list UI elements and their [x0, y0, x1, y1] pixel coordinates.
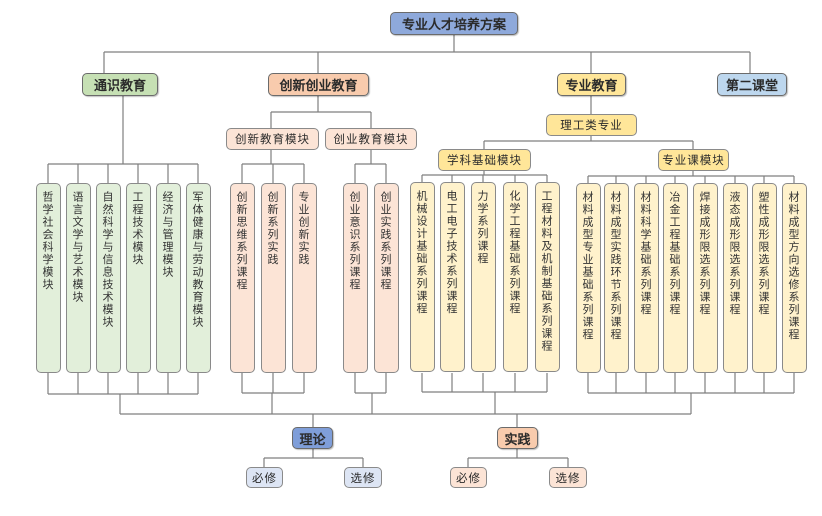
- general-education-node: 通识教育: [82, 73, 158, 96]
- general-course-2: 语言文学与艺术模块: [66, 183, 91, 373]
- science-engineering-node: 理工类专业: [546, 114, 637, 136]
- specialty-course-2: 材料成型实践环节系列课程: [604, 183, 629, 373]
- general-course-3: 自然科学与信息技术模块: [96, 183, 121, 373]
- second-classroom-node: 第二课堂: [717, 73, 787, 96]
- general-course-5: 经济与管理模块: [156, 183, 181, 373]
- specialty-course-6: 液态成形限选系列课程: [723, 183, 748, 373]
- root-node: 专业人才培养方案: [390, 12, 518, 35]
- theory-required-node: 必修: [246, 467, 283, 488]
- specialty-course-5: 焊接成形限选系列课程: [693, 183, 718, 373]
- innovation-education-node: 创新创业教育: [268, 73, 369, 96]
- specialty-module-node: 专业课模块: [658, 149, 729, 171]
- entrepreneurship-course-2: 创业实践系列课程: [374, 183, 399, 373]
- specialty-course-1: 材料成型专业基础系列课程: [576, 183, 601, 373]
- specialty-course-3: 材料科学基础系列课程: [634, 183, 659, 373]
- practice-required-node: 必修: [450, 467, 487, 488]
- foundation-course-1: 机械设计基础系列课程: [410, 182, 435, 372]
- foundation-course-4: 化学工程基础系列课程: [503, 182, 528, 372]
- innovation-course-2: 创新系列实践: [261, 183, 286, 373]
- professional-education-node: 专业教育: [557, 73, 626, 96]
- foundation-course-2: 电工电子技术系列课程: [440, 182, 465, 372]
- practice-node: 实践: [497, 427, 538, 449]
- specialty-course-8: 材料成型方向选修系列课程: [782, 183, 807, 373]
- innovation-module-node: 创新教育模块: [226, 128, 319, 150]
- innovation-course-3: 专业创新实践: [292, 183, 317, 373]
- foundation-module-node: 学科基础模块: [438, 149, 531, 171]
- theory-elective-node: 选修: [344, 467, 382, 488]
- foundation-course-3: 力学系列课程: [471, 182, 496, 372]
- specialty-course-4: 冶金工程基础系列课程: [663, 183, 688, 373]
- practice-elective-node: 选修: [549, 467, 587, 488]
- general-course-6: 军体健康与劳动教育模块: [186, 183, 211, 373]
- theory-node: 理论: [292, 427, 333, 449]
- innovation-course-1: 创新思维系列课程: [230, 183, 255, 373]
- specialty-course-7: 塑性成形限选系列课程: [752, 183, 777, 373]
- entrepreneurship-course-1: 创业意识系列课程: [343, 183, 368, 373]
- general-course-4: 工程技术模块: [126, 183, 151, 373]
- general-course-1: 哲学社会科学模块: [36, 183, 61, 373]
- entrepreneurship-module-node: 创业教育模块: [325, 128, 417, 150]
- foundation-course-5: 工程材料及机制基础系列课程: [535, 182, 560, 372]
